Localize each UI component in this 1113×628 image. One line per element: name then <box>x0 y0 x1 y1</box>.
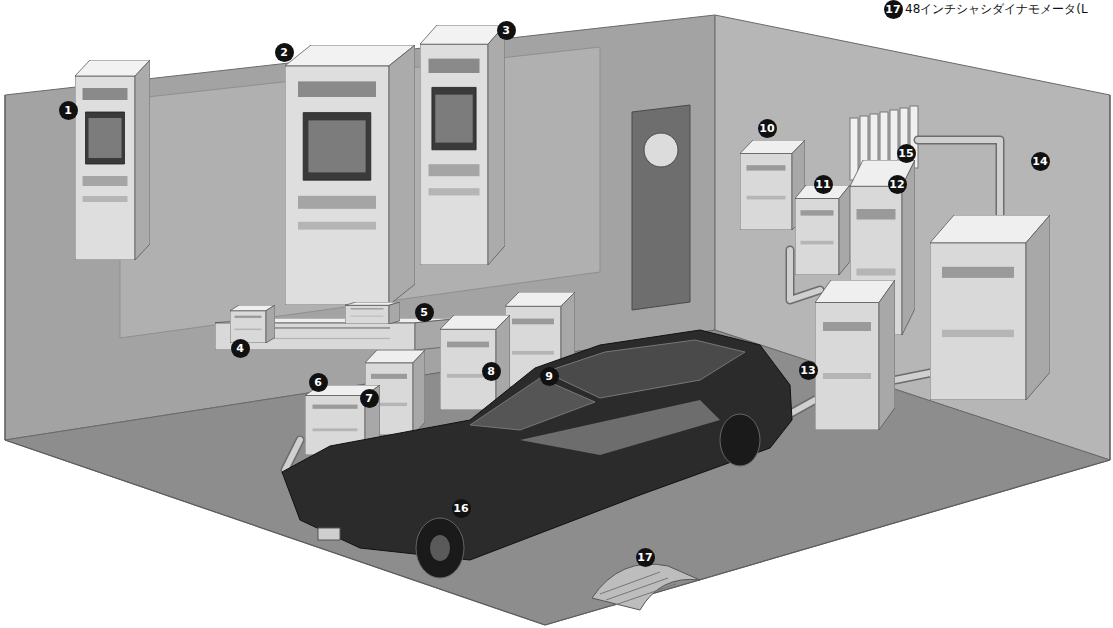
callout-number: 12 <box>888 175 907 194</box>
room <box>5 15 1110 625</box>
callout-number: 17 <box>884 0 903 19</box>
callout-number: 5 <box>415 303 434 322</box>
callout-number: 4 <box>231 339 250 358</box>
callout-number: 13 <box>799 361 818 380</box>
callout-number: 7 <box>360 389 379 408</box>
callout-number: 11 <box>814 175 833 194</box>
callout-number: 10 <box>758 119 777 138</box>
callout-number: 14 <box>1031 152 1050 171</box>
callout-number: 16 <box>452 499 471 518</box>
equipment <box>75 25 1050 455</box>
callout-number: 9 <box>540 367 559 386</box>
chassis-dynamometer-roller <box>592 564 700 610</box>
callout-number: 8 <box>482 362 501 381</box>
car <box>282 330 792 578</box>
callout-number: 1 <box>59 101 78 120</box>
callout-number: 17 <box>636 548 655 567</box>
callout-number: 15 <box>897 144 916 163</box>
callout-number: 2 <box>275 43 294 62</box>
door <box>632 105 690 310</box>
callout-number: 6 <box>309 373 328 392</box>
callout-number: 3 <box>497 21 516 40</box>
caption-text: 48インチシャシダイナモメータ(L <box>905 1 1088 17</box>
